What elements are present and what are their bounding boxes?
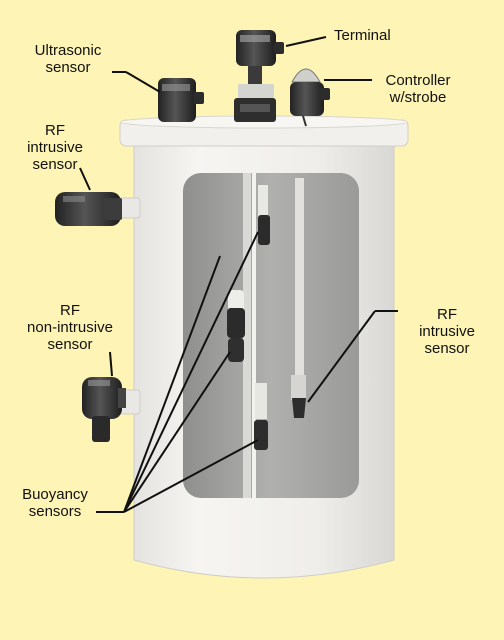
label-line: non-intrusive bbox=[10, 319, 130, 336]
label-line: RF bbox=[10, 122, 100, 139]
label-line: Terminal bbox=[334, 27, 391, 44]
label-ultrasonic-sensor: Ultrasonic sensor bbox=[20, 42, 116, 76]
label-rf-non-intrusive-sensor: RF non-intrusive sensor bbox=[10, 302, 130, 353]
rf-non-intrusive-sensor bbox=[82, 377, 126, 442]
label-buoyancy-sensors: Buoyancy sensors bbox=[14, 486, 96, 520]
label-line: Controller bbox=[372, 72, 464, 89]
buoyancy-float-middle bbox=[227, 290, 245, 362]
terminal bbox=[234, 30, 284, 122]
label-line: intrusive bbox=[402, 323, 492, 340]
label-line: Ultrasonic bbox=[20, 42, 116, 59]
label-rf-intrusive-sensor-right: RF intrusive sensor bbox=[402, 306, 492, 357]
label-line: sensor bbox=[10, 156, 100, 173]
label-line: sensors bbox=[14, 503, 96, 520]
label-controller-strobe: Controller w/strobe bbox=[372, 72, 464, 106]
label-terminal: Terminal bbox=[334, 27, 391, 44]
label-line: w/strobe bbox=[372, 89, 464, 106]
label-line: sensor bbox=[20, 59, 116, 76]
ultrasonic-sensor bbox=[158, 78, 204, 122]
label-rf-intrusive-sensor-left: RF intrusive sensor bbox=[10, 122, 100, 173]
label-line: RF bbox=[402, 306, 492, 323]
label-line: sensor bbox=[10, 336, 130, 353]
rf-intrusive-sensor-left bbox=[55, 192, 122, 226]
label-line: Buoyancy bbox=[14, 486, 96, 503]
leader-rf-non-intrusive bbox=[110, 352, 112, 376]
leader-terminal bbox=[286, 37, 326, 46]
label-line: sensor bbox=[402, 340, 492, 357]
label-line: RF bbox=[10, 302, 130, 319]
label-line: intrusive bbox=[10, 139, 100, 156]
